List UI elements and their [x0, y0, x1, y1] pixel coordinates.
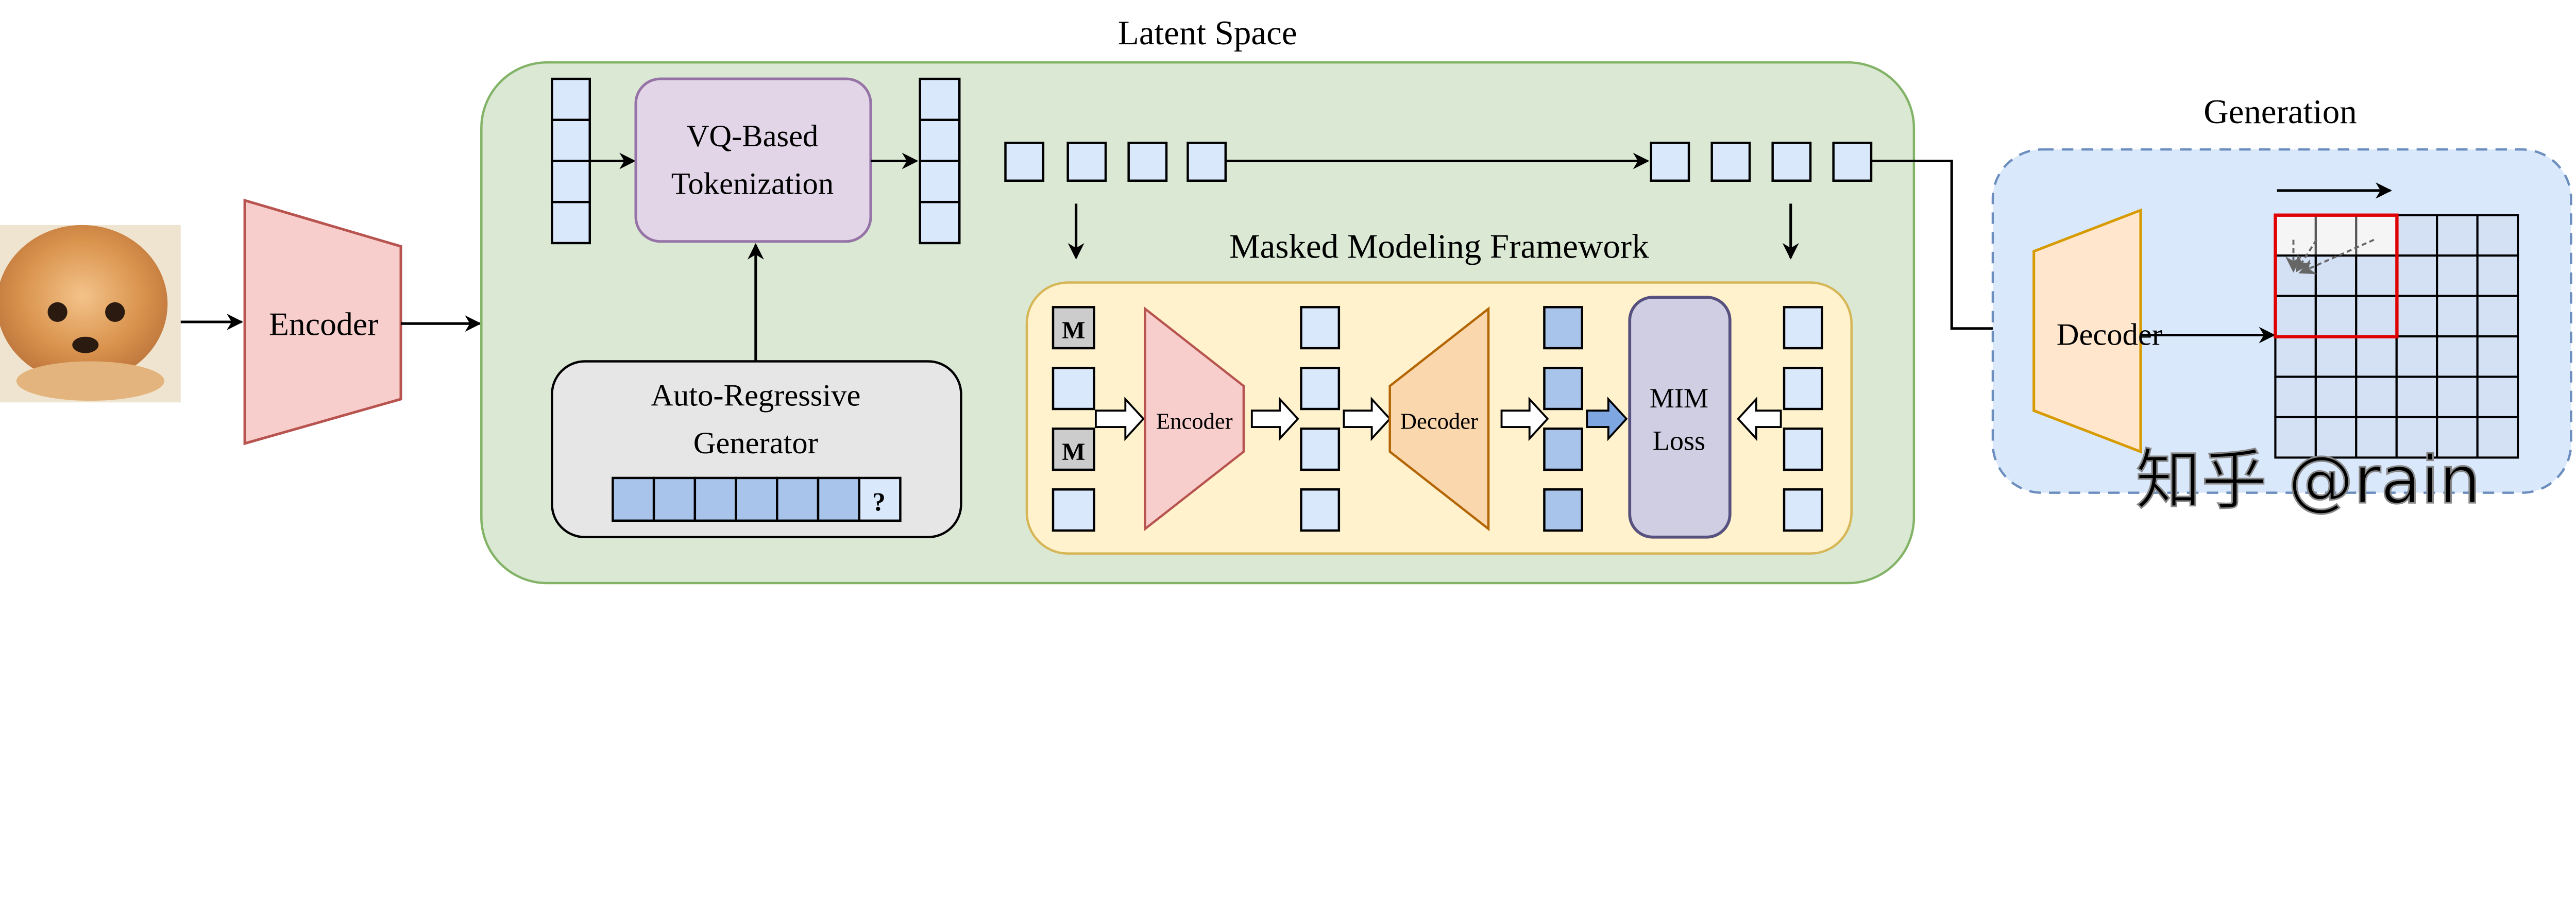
token-row-right [1650, 142, 1873, 182]
grid-cell [2395, 214, 2438, 257]
generation-title: Generation [2204, 93, 2357, 131]
mim-loss-box: MIM Loss [1628, 296, 1732, 539]
generation-decoder: Decoder [2032, 208, 2162, 454]
hollow-arrow-icon [1250, 396, 1299, 441]
grid-cell [2355, 416, 2398, 459]
mask-token-label: M [1062, 317, 1085, 344]
token-row-left [1004, 142, 1227, 182]
grid-cell [2355, 375, 2398, 419]
grid-cell [2395, 335, 2438, 378]
target-token-column [1783, 306, 1823, 532]
grid-cell [2314, 335, 2358, 378]
mask-token-label: M [1062, 438, 1085, 466]
grid-cell [2476, 214, 2519, 257]
highlight-window [2274, 213, 2399, 338]
grid-cell [2355, 214, 2398, 257]
context-dependency-arrows [2285, 238, 2375, 275]
grid-cell [2476, 375, 2519, 419]
encoder-label: Encoder [269, 306, 378, 343]
generator-label-line2: Generator [693, 426, 818, 460]
filled-arrow-icon [1586, 396, 1628, 441]
grid-cell [2355, 335, 2398, 378]
grid-cell [2476, 254, 2519, 297]
vq-label-line1: VQ-Based [687, 119, 819, 153]
mmf-title: Masked Modeling Framework [1229, 228, 1649, 266]
watermark: 知乎 @rain [2136, 442, 2481, 519]
grid-cell [2314, 214, 2358, 257]
grid-cell [2476, 335, 2519, 378]
vq-tokenization-box: VQ-Based Tokenization [634, 77, 872, 243]
grid-cell [2436, 214, 2479, 257]
grid-cell [2274, 295, 2317, 338]
arrow-latent-to-decoder [1871, 159, 2032, 337]
generator-token-strip: ? [612, 476, 902, 522]
generator-label-line1: Auto-Regressive [651, 379, 860, 413]
grid-cell [2274, 375, 2317, 419]
hollow-arrow-icon [1094, 396, 1145, 441]
token-column-output [919, 77, 961, 245]
grid-cell [2436, 254, 2479, 297]
grid-cell [2436, 375, 2479, 419]
token-column-input [551, 77, 591, 245]
grid-cell [2436, 335, 2479, 378]
masked-token-column: M M [1052, 306, 1095, 532]
grid-cell [2395, 254, 2438, 297]
mmf-decoder: Decoder [1388, 306, 1490, 532]
mim-loss-line1: MIM [1650, 383, 1708, 414]
hollow-arrow-left-icon [1737, 396, 1782, 441]
unknown-token-label: ? [872, 488, 886, 517]
grid-cell [2436, 295, 2479, 338]
mmf-decoder-label: Decoder [1400, 408, 1478, 434]
grid-cell [2395, 375, 2438, 419]
grid-cell [2355, 295, 2398, 338]
hollow-arrow-icon [1500, 396, 1549, 441]
grid-cell [2395, 295, 2438, 338]
grid-cell [2314, 375, 2358, 419]
grid-cell [2314, 295, 2358, 338]
grid-cell [2314, 254, 2358, 297]
vq-label-line2: Tokenization [671, 166, 834, 201]
grid-cell [2476, 295, 2519, 338]
hollow-arrow-icon [1343, 396, 1392, 441]
grid-cell [2476, 416, 2519, 459]
dog-image [0, 225, 181, 403]
grid-cell [2274, 254, 2317, 297]
grid-cell [2395, 416, 2438, 459]
grid-cell [2436, 416, 2479, 459]
auto-regressive-generator: Auto-Regressive Generator ? [551, 360, 962, 538]
mmf-encoder-label: Encoder [1156, 408, 1233, 434]
encoder: Encoder [243, 198, 402, 446]
diagram: Encoder Latent Space VQ-Based Tokenizati… [0, 14, 2572, 585]
mim-loss-line2: Loss [1653, 425, 1705, 456]
predicted-token-column [1543, 306, 1584, 532]
encoded-token-column [1300, 306, 1341, 532]
grid-cell [2274, 335, 2317, 378]
mmf-encoder: Encoder [1144, 306, 1245, 532]
latent-space-title: Latent Space [1118, 14, 1297, 52]
grid-cell [2355, 254, 2398, 297]
